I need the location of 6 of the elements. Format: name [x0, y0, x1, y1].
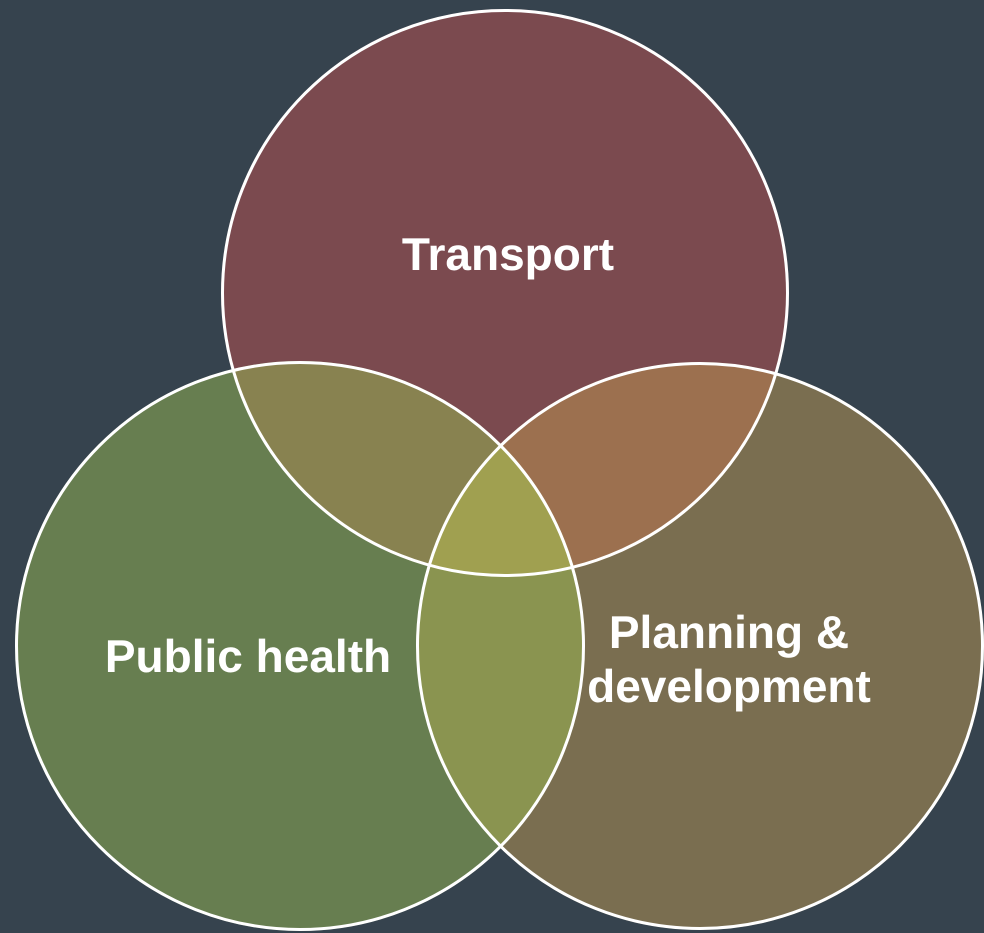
circle-label: Transport — [400, 227, 616, 281]
venn-circle — [15, 361, 585, 931]
venn-circle — [221, 9, 789, 577]
venn-circle — [416, 362, 984, 930]
circle-label: Planning & development — [586, 605, 872, 713]
circle-label: Public health — [104, 629, 392, 683]
